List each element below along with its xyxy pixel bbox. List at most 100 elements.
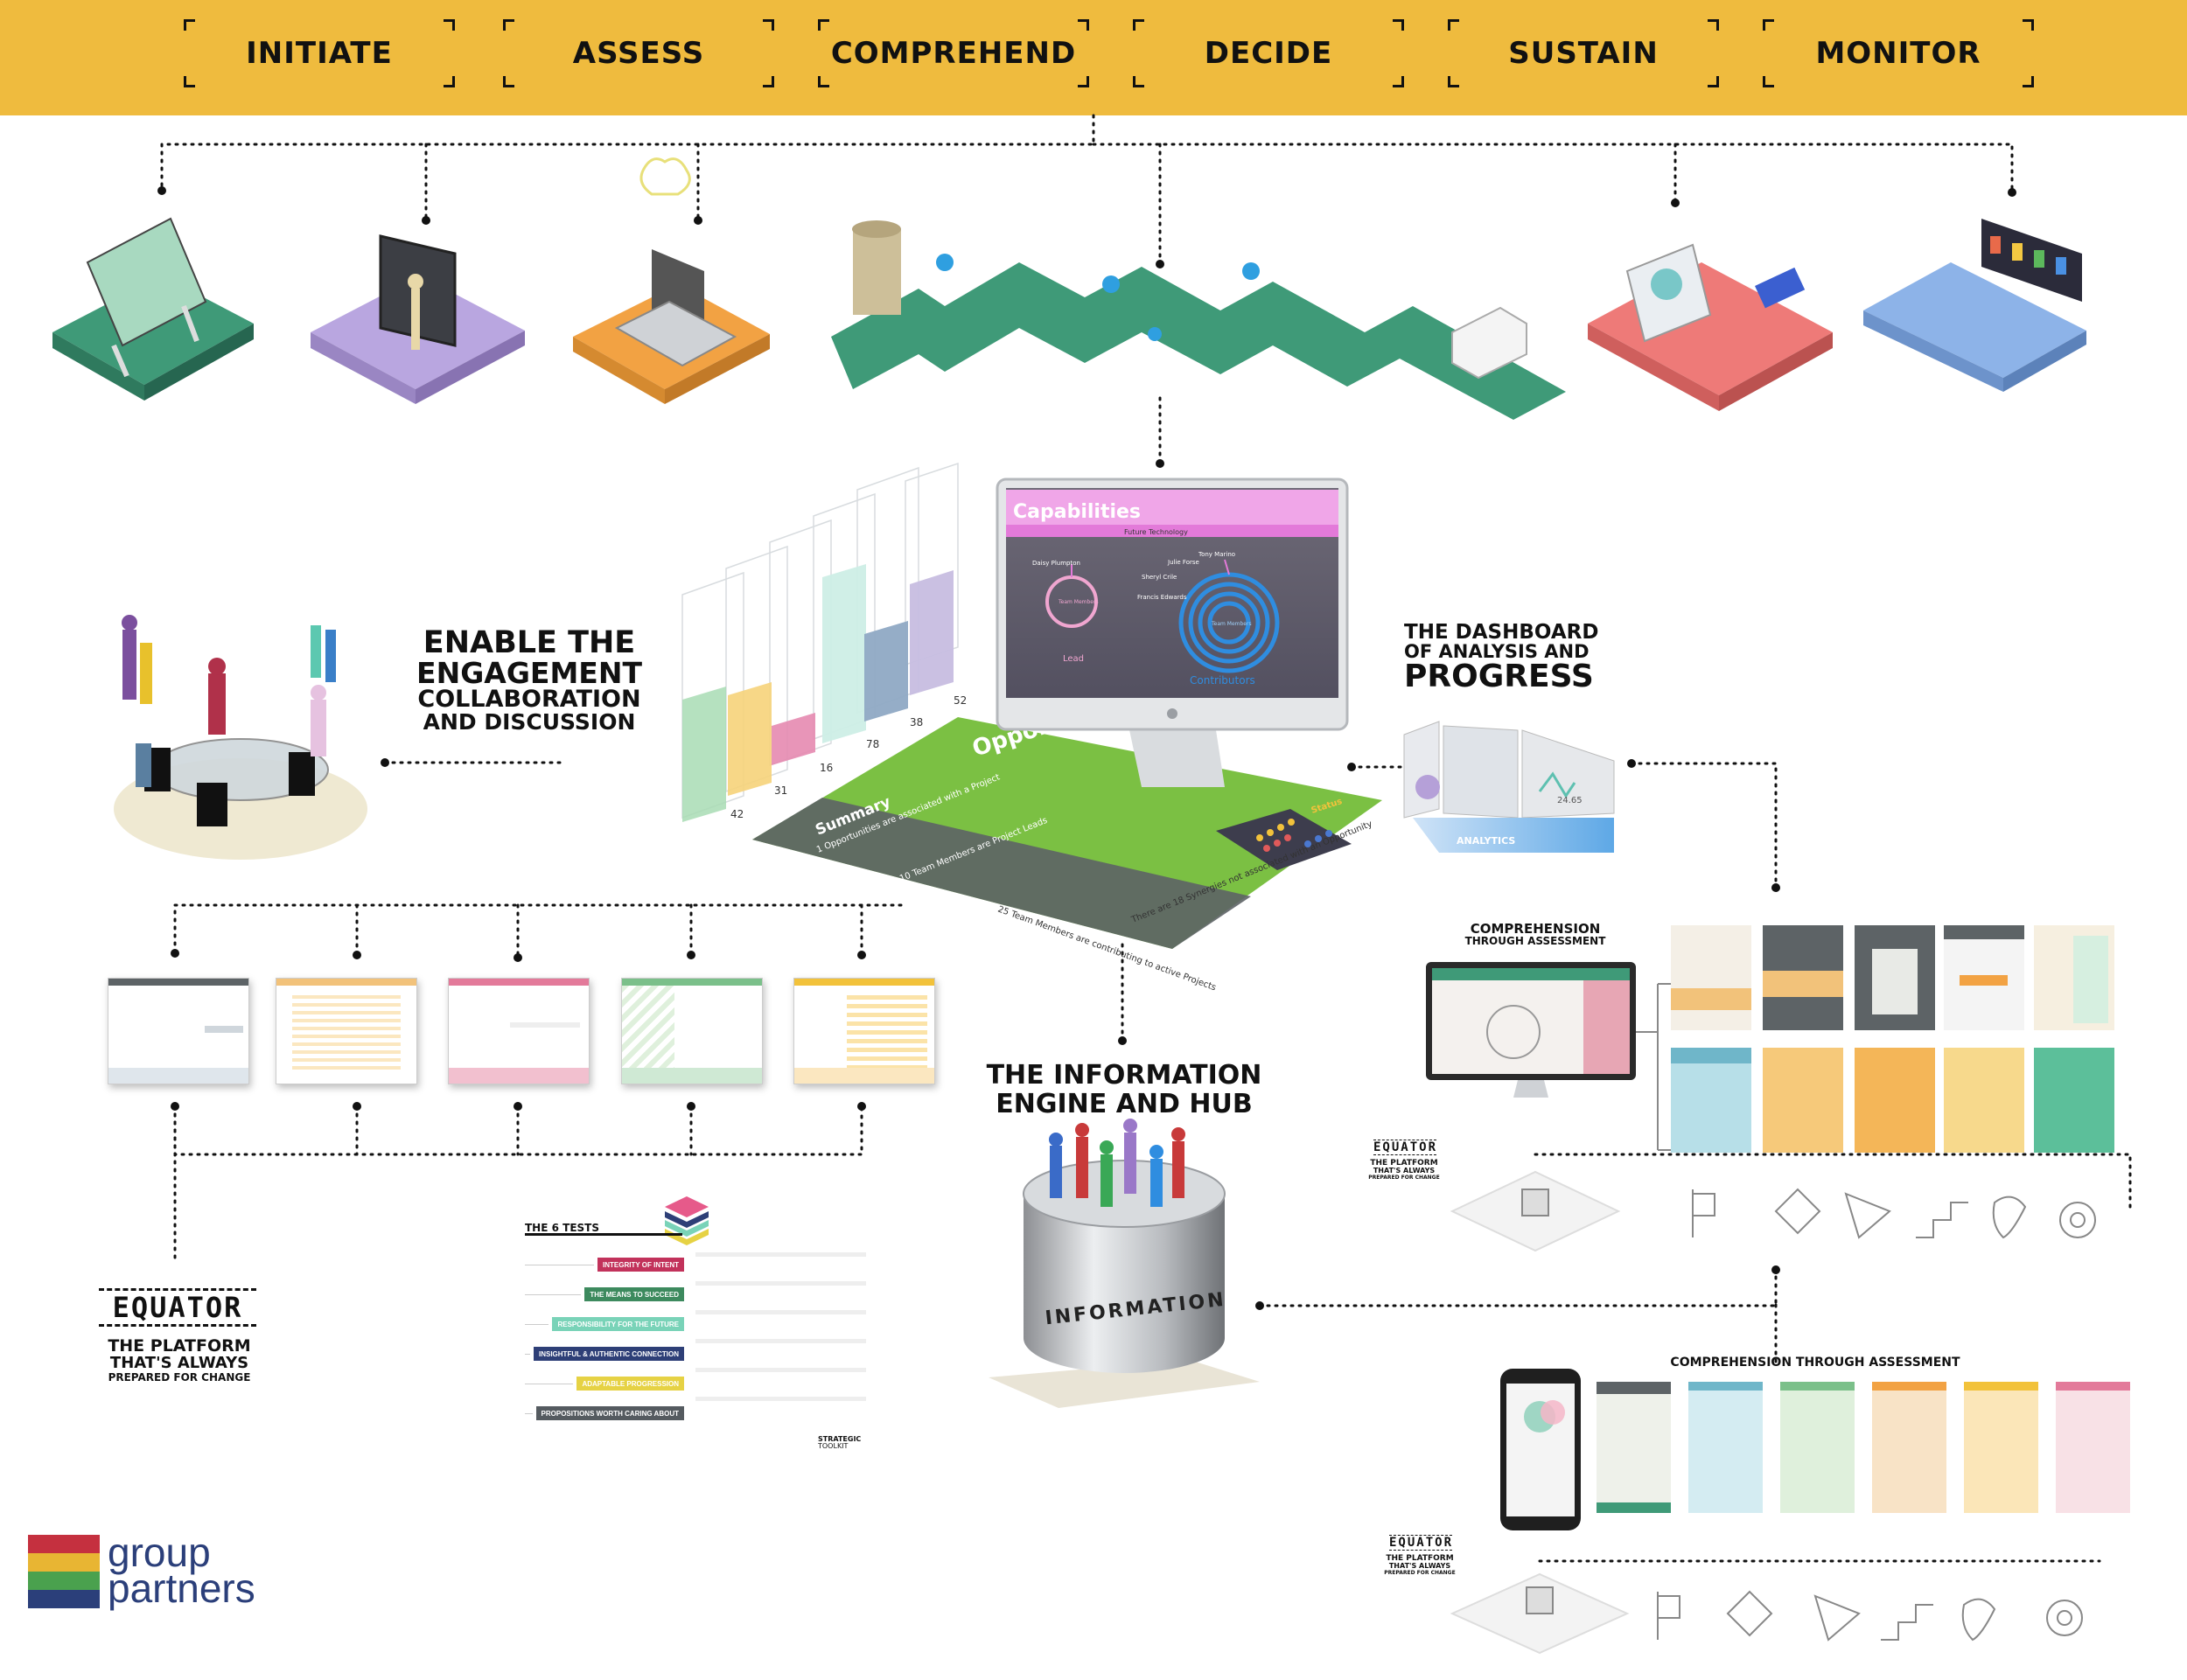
bracket-corner	[1393, 76, 1404, 87]
test-label: INSIGHTFUL & AUTHENTIC CONNECTION	[534, 1347, 684, 1361]
bracket-corner	[2023, 19, 2034, 31]
test-row-rule	[525, 1323, 549, 1325]
six-tests-icon-grid	[695, 1251, 866, 1426]
equator-logo-1: EQUATOR	[1373, 1140, 1438, 1155]
screen-name: Sheryl Crile	[1142, 574, 1177, 581]
opportunity-mat	[752, 717, 1382, 949]
tagline-line: PREPARED FOR CHANGE	[108, 1370, 251, 1384]
test-row: THE MEANS TO SUCCEED	[525, 1287, 684, 1301]
stage-monitor[interactable]: MONITOR	[1763, 19, 2034, 87]
dashboard-panels	[1403, 721, 1615, 853]
group-partners-logo	[28, 1535, 100, 1608]
test-row: ADAPTABLE PROGRESSION	[525, 1377, 684, 1391]
test-label: THE MEANS TO SUCCEED	[584, 1287, 684, 1301]
bracket-corner	[763, 19, 774, 31]
app-tile-1[interactable]	[108, 978, 249, 1084]
bracket-corner	[1708, 76, 1719, 87]
tagline-line: THAT'S ALWAYS	[1388, 1562, 1451, 1571]
test-label: INTEGRITY OF INTENT	[597, 1258, 684, 1272]
logo-word-partners: partners	[108, 1565, 255, 1611]
monitor-illustration	[1863, 219, 2086, 392]
test-row: INTEGRITY OF INTENT	[525, 1258, 684, 1272]
meeting-table-illustration	[114, 615, 367, 860]
bracket-corner	[818, 19, 829, 31]
bracket-corner	[1133, 19, 1144, 31]
screen-contributors: Contributors	[1190, 674, 1255, 687]
stage-assess[interactable]: ASSESS	[503, 19, 774, 87]
logo-stripe	[28, 1535, 100, 1553]
bracket-corner	[818, 76, 829, 87]
stage-sustain[interactable]: SUSTAIN	[1448, 19, 1719, 87]
stage-label: DECIDE	[1204, 36, 1333, 71]
screen-name: Julie Forse	[1167, 559, 1199, 566]
ring-label: Team Members	[1058, 599, 1099, 605]
bar-label: 31	[774, 784, 787, 797]
assessment-icons-2	[1450, 1572, 2083, 1655]
bracket-corner	[184, 19, 195, 31]
equator-tagline-1: THE PLATFORM THAT'S ALWAYS PREPARED FOR …	[1365, 1159, 1443, 1181]
comprehension-docs-1	[1671, 925, 2114, 1153]
stage-label: ASSESS	[572, 36, 705, 71]
heading-line: OF ANALYSIS AND	[1404, 641, 1590, 662]
heading-line: ENGINE AND HUB	[996, 1089, 1253, 1119]
equator-logo-main: EQUATOR	[99, 1288, 256, 1327]
tagline-line: PREPARED FOR CHANGE	[1384, 1569, 1456, 1576]
bracket-corner	[763, 76, 774, 87]
screen-name: Francis Edwards	[1137, 594, 1187, 601]
stage-label: COMPREHEND	[830, 36, 1077, 71]
ring-label: Team Members	[1211, 621, 1252, 627]
stage-label: INITIATE	[246, 36, 393, 71]
bracket-corner	[1078, 76, 1089, 87]
screen-name: Daisy Plumpton	[1032, 560, 1080, 567]
heading-line: PROGRESS	[1404, 659, 1594, 694]
bracket-corner	[1448, 19, 1459, 31]
bracket-corner	[1448, 76, 1459, 87]
app-tile-4[interactable]	[621, 978, 763, 1084]
comprehension-phone	[1500, 1369, 1581, 1530]
heading-line: COLLABORATION	[417, 686, 641, 713]
heading-line: THE DASHBOARD	[1404, 621, 1599, 644]
test-label: RESPONSIBILITY FOR THE FUTURE	[552, 1317, 684, 1331]
bracket-corner	[503, 19, 514, 31]
tagline-line: THAT'S ALWAYS	[109, 1353, 249, 1372]
screen-name: Tony Marino	[1198, 551, 1235, 558]
tagline-line: THE PLATFORM	[1386, 1554, 1454, 1563]
stage-initiate[interactable]: INITIATE	[184, 19, 455, 87]
bracket-corner	[184, 76, 195, 87]
app-tile-5[interactable]	[793, 978, 935, 1084]
stage-label: MONITOR	[1815, 36, 1981, 71]
test-label: ADAPTABLE PROGRESSION	[576, 1377, 684, 1391]
imac-monitor	[996, 478, 1349, 787]
bracket-corner	[1763, 76, 1774, 87]
heading-line: AND DISCUSSION	[423, 709, 636, 735]
bar-label: 78	[866, 738, 879, 750]
bar-label: 16	[820, 762, 833, 774]
bracket-corner	[1393, 19, 1404, 31]
stage-comprehend[interactable]: COMPREHEND	[818, 19, 1089, 87]
screen-title: Capabilities	[1013, 501, 1141, 523]
logo-stripe	[28, 1572, 100, 1590]
sustain-illustration	[1588, 243, 1833, 411]
decide-illustration	[831, 220, 1566, 420]
six-tests-title: THE 6 TESTS	[525, 1222, 599, 1234]
initiate-illustration	[52, 217, 254, 401]
assessment-icons-1	[1450, 1170, 2096, 1252]
bar-label: 42	[730, 808, 744, 820]
stage-label: SUSTAIN	[1508, 36, 1659, 71]
test-row: INSIGHTFUL & AUTHENTIC CONNECTION	[525, 1347, 684, 1361]
logo-stripe	[28, 1553, 100, 1572]
heading-line: THE INFORMATION	[986, 1060, 1262, 1091]
logo-stripe	[28, 1590, 100, 1608]
six-tests-list: INTEGRITY OF INTENT THE MEANS TO SUCCEED R…	[525, 1233, 866, 1452]
engagement-heading: ENABLE THE ENGAGEMENT COLLABORATION AND …	[398, 628, 660, 735]
test-row: RESPONSIBILITY FOR THE FUTURE	[525, 1317, 684, 1331]
app-tile-3[interactable]	[448, 978, 590, 1084]
tagline-line: THAT'S ALWAYS	[1373, 1167, 1436, 1175]
comprehension-monitor	[1426, 962, 1671, 1151]
tagline-line: THE PLATFORM	[108, 1336, 251, 1356]
bar-tower-labels: 42 31 16 78 38 52	[730, 694, 967, 820]
bracket-corner	[1708, 19, 1719, 31]
stage-decide[interactable]: DECIDE	[1133, 19, 1404, 87]
logo-word-group: group	[108, 1530, 211, 1575]
app-tile-2[interactable]	[276, 978, 417, 1084]
